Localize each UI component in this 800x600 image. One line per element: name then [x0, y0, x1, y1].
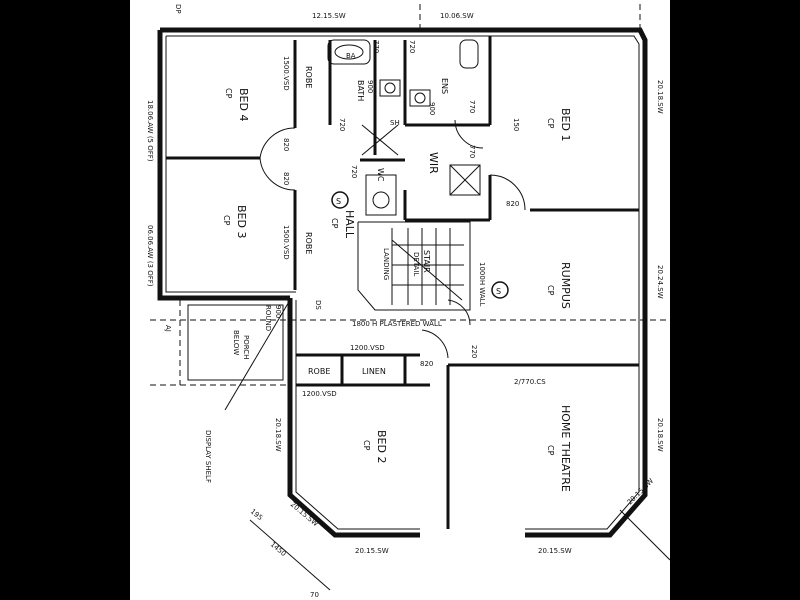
display-shelf: DISPLAY SHELF: [204, 430, 212, 483]
bed2-floor: CP: [362, 440, 371, 451]
outer-walls: [157, 27, 648, 538]
door-770a: 770: [372, 40, 380, 53]
dim-900c: 900: [274, 305, 282, 318]
outer-walls-inner: [165, 35, 640, 530]
ba-label: BA: [346, 52, 356, 60]
door-820a: 820: [282, 138, 290, 151]
stair-note: DETAIL: [412, 252, 420, 276]
display-shelf-leader: [224, 299, 291, 411]
door-820c: 820: [506, 200, 519, 208]
window-right-top: 20.18.SW: [656, 80, 664, 114]
bed1-floor: CP: [546, 118, 555, 129]
door-770c: 770: [468, 145, 476, 158]
wall-note: 1800 H PLASTERED WALL: [352, 320, 442, 328]
window-bottom-left: 20.15.SW: [355, 547, 389, 555]
dashed-lines: [150, 0, 670, 386]
sh-label: SH: [390, 119, 400, 127]
dim-900a: 900: [366, 80, 374, 93]
round-note: ROUND: [264, 305, 272, 331]
robe-mid-size: 1500.VSD: [282, 225, 290, 260]
window-right-bottom: 20.18.SW: [656, 418, 664, 452]
robe-top-name: ROBE: [304, 66, 313, 88]
bed3-name: BED 3: [235, 205, 248, 238]
wir-cupboard: [449, 164, 481, 196]
bed2-name: BED 2: [375, 430, 388, 463]
room-labels: BED 4 CP BED 3 CP BED 1 CP BED 2 CP RUMP…: [222, 56, 572, 492]
bed1-name: BED 1: [559, 108, 572, 141]
window-left-top: 18.06.AW (5 OFF): [146, 100, 154, 162]
door-820d: 820: [420, 360, 433, 368]
aj-label: AJ: [164, 325, 172, 332]
porch-line1: PORCH: [242, 335, 250, 359]
porch-line2: BELOW: [232, 330, 240, 355]
home-theatre-floor: CP: [546, 445, 555, 456]
stair-block: [357, 221, 471, 311]
wc-name: WC: [376, 168, 385, 182]
window-top-left: 12.15.SW: [312, 12, 346, 20]
linen-name: LINEN: [362, 367, 386, 376]
home-theatre-name: HOME THEATRE: [559, 405, 572, 492]
robe-mid-name: ROBE: [304, 232, 313, 254]
window-top-right: 10.06.SW: [440, 12, 474, 20]
ens-name: ENS: [440, 78, 449, 94]
landing-name: LANDING: [382, 248, 390, 280]
page-number: 70: [310, 591, 319, 599]
internal-walls: [166, 36, 639, 529]
bath-fixtures: [327, 39, 479, 216]
window-bottom-right: 20.15.SW: [538, 547, 572, 555]
smoke-label-2: S: [496, 287, 501, 296]
window-right-mid: 20.24.SW: [656, 265, 664, 299]
stair-wall: 1000H WALL: [478, 262, 486, 307]
stair-name: STAIR: [422, 250, 431, 273]
dim-900b: 900: [428, 102, 436, 115]
dim-150: 150: [512, 118, 520, 131]
porch-area: [187, 304, 284, 381]
robe-1200-bottom: 1200.VSD: [302, 390, 337, 398]
dimension-lines: [249, 509, 670, 591]
smoke-detectors: [331, 191, 509, 299]
bed3-floor: CP: [222, 215, 231, 226]
door-720b: 720: [338, 118, 346, 131]
robe-top-size: 1500.VSD: [282, 56, 290, 91]
door-770b: 770: [468, 100, 476, 113]
robe-bed2-name: ROBE: [308, 367, 330, 376]
wir-name: WIR: [427, 152, 440, 174]
hall-name: HALL: [343, 210, 356, 239]
hall-floor: CP: [330, 218, 339, 229]
cs-door: 2/770.CS: [514, 378, 546, 386]
bed4-name: BED 4: [237, 88, 250, 121]
dim-220: 220: [470, 345, 478, 358]
smoke-label-1: S: [336, 197, 341, 206]
dim-195: 195: [249, 507, 264, 522]
door-720a: 720: [408, 40, 416, 53]
floor-plan-sheet: BED 4 CP BED 3 CP BED 1 CP BED 2 CP RUMP…: [130, 0, 670, 600]
door-720c: 720: [350, 165, 358, 178]
dp-label: DP: [174, 4, 182, 14]
dim-1450: 1450: [269, 540, 288, 558]
door-820b: 820: [282, 172, 290, 185]
rumpus-name: RUMPUS: [559, 262, 572, 309]
bed4-floor: CP: [224, 88, 233, 99]
window-left-mid: 06.06.AW (3 OFF): [146, 225, 154, 287]
robe-1200-top: 1200.VSD: [350, 344, 385, 352]
window-left-bottom: 20.18.SW: [274, 418, 282, 452]
bath-name: BATH: [356, 80, 365, 101]
rumpus-floor: CP: [546, 285, 555, 296]
floor-plan-drawing: BED 4 CP BED 3 CP BED 1 CP BED 2 CP RUMP…: [146, 0, 670, 599]
door-swings: [259, 119, 526, 359]
ds-label: DS: [314, 300, 322, 310]
